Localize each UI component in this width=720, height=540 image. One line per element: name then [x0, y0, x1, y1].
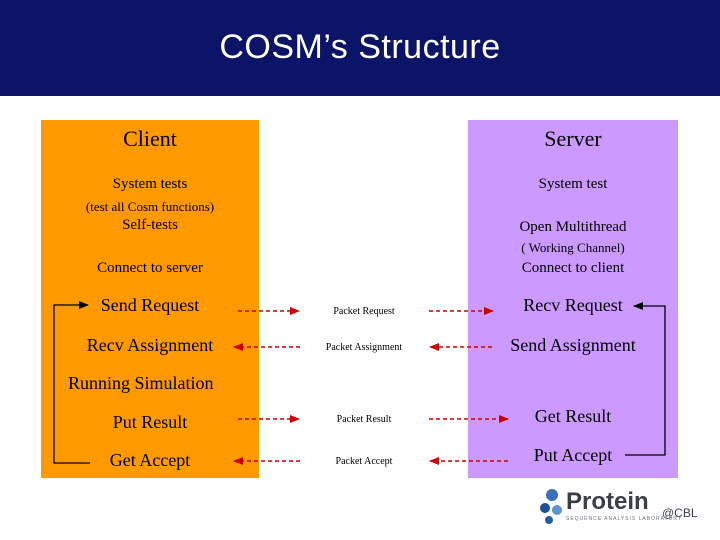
client-running-simulation: Running Simulation	[68, 373, 214, 393]
packet-request-box: Packet Request	[301, 301, 427, 322]
server-system-test: System test	[538, 176, 608, 192]
protein-cbl-logo: Protein @CBL SEQUENCE ANALYSIS LABORATOR…	[538, 488, 710, 528]
client-panel	[41, 120, 259, 478]
protein-logo-icon	[540, 489, 562, 524]
client-put-result: Put Result	[112, 412, 188, 432]
slide-title: COSM’s Structure	[219, 28, 501, 66]
server-get-result: Get Result	[534, 406, 612, 426]
client-test-all-functions: (test all Cosm functions)	[85, 199, 215, 214]
title-bar: COSM’s Structure	[0, 0, 720, 96]
logo-tagline: SEQUENCE ANALYSIS LABORATORY	[566, 516, 683, 522]
packet-accept-box: Packet Accept	[301, 451, 427, 472]
client-recv-assignment: Recv Assignment	[86, 335, 214, 355]
server-put-accept: Put Accept	[533, 445, 613, 465]
logo-name: Protein	[566, 488, 649, 515]
server-send-assignment: Send Assignment	[510, 335, 636, 355]
server-recv-request: Recv Request	[523, 295, 623, 315]
packet-assignment-box: Packet Assignment	[301, 337, 427, 358]
client-get-accept: Get Accept	[109, 450, 191, 470]
client-connect-to-server: Connect to server	[97, 260, 203, 276]
client-self-tests: Self-tests	[122, 217, 178, 233]
server-working-channel: ( Working Channel)	[521, 240, 625, 255]
client-system-tests: System tests	[112, 176, 188, 192]
client-loop-line	[53, 301, 90, 464]
packet-result-box: Packet Result	[301, 409, 427, 430]
logo-suffix: @CBL	[662, 506, 698, 520]
client-heading: Client	[123, 126, 177, 151]
client-send-request: Send Request	[100, 295, 200, 315]
server-connect-to-client: Connect to client	[521, 260, 625, 276]
server-loop-line	[625, 302, 666, 456]
server-open-multithread: Open Multithread	[519, 219, 627, 235]
server-heading: Server	[544, 126, 602, 151]
